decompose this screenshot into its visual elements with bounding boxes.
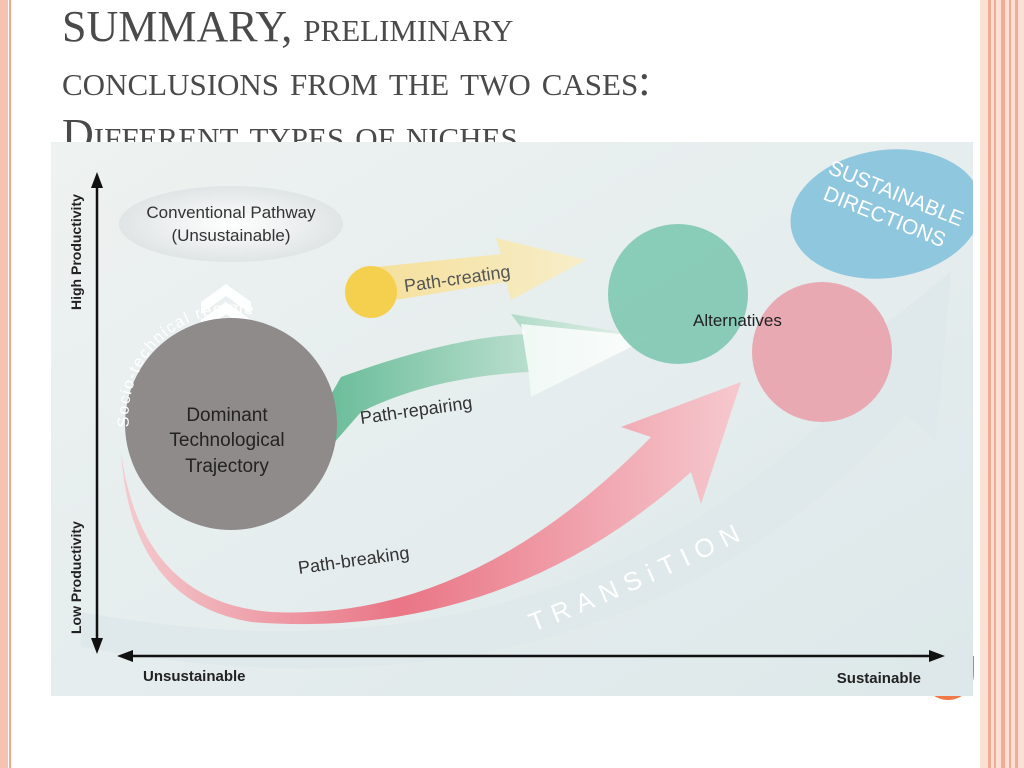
path-creating-circle <box>345 266 397 318</box>
conventional-pathway-ellipse <box>119 186 343 262</box>
slide-title: SUMMARY, preliminary conclusions from th… <box>62 0 962 142</box>
dominant-label-2: Technological <box>169 430 284 451</box>
chevron-up-icon <box>201 284 251 314</box>
sustainable-directions-ellipse: SUSTAINABLE DIRECTIONS <box>790 149 973 279</box>
y-axis-high-label: High Productivity <box>68 194 84 310</box>
x-axis-right-label: Sustainable <box>837 670 921 687</box>
title-main: SUMMARY, <box>62 2 293 51</box>
pink-alternative-circle <box>752 282 892 422</box>
dominant-label-3: Trajectory <box>185 456 269 477</box>
chevron-up-icon <box>201 302 251 332</box>
x-axis: Unsustainable Sustainable <box>117 650 945 687</box>
dominant-label-1: Dominant <box>186 405 268 426</box>
y-axis-low-label: Low Productivity <box>68 521 84 634</box>
alternatives-label: Alternatives <box>693 311 782 330</box>
slide-frame-right <box>980 0 1024 768</box>
slide-frame-left <box>0 0 14 768</box>
path-breaking-arrow <box>121 382 741 625</box>
niches-diagram: SUSTAINABLE DIRECTIONS Path-creating Pat… <box>51 142 973 696</box>
x-axis-left-label: Unsustainable <box>143 668 246 685</box>
path-creating-arrow <box>366 238 586 304</box>
title-rest: preliminary <box>292 2 514 51</box>
conventional-pathway-label-2: (Unsustainable) <box>171 226 290 245</box>
conventional-pathway-label-1: Conventional Pathway <box>146 203 316 222</box>
title-line-3: Different types of niches <box>62 110 518 142</box>
alternatives-circle <box>608 224 748 364</box>
y-axis: High Productivity Low Productivity <box>68 172 103 654</box>
socio-technical-regime-circle <box>125 318 337 530</box>
title-line-2: conclusions from the two cases: <box>62 56 651 105</box>
transition-arrow <box>81 272 951 669</box>
